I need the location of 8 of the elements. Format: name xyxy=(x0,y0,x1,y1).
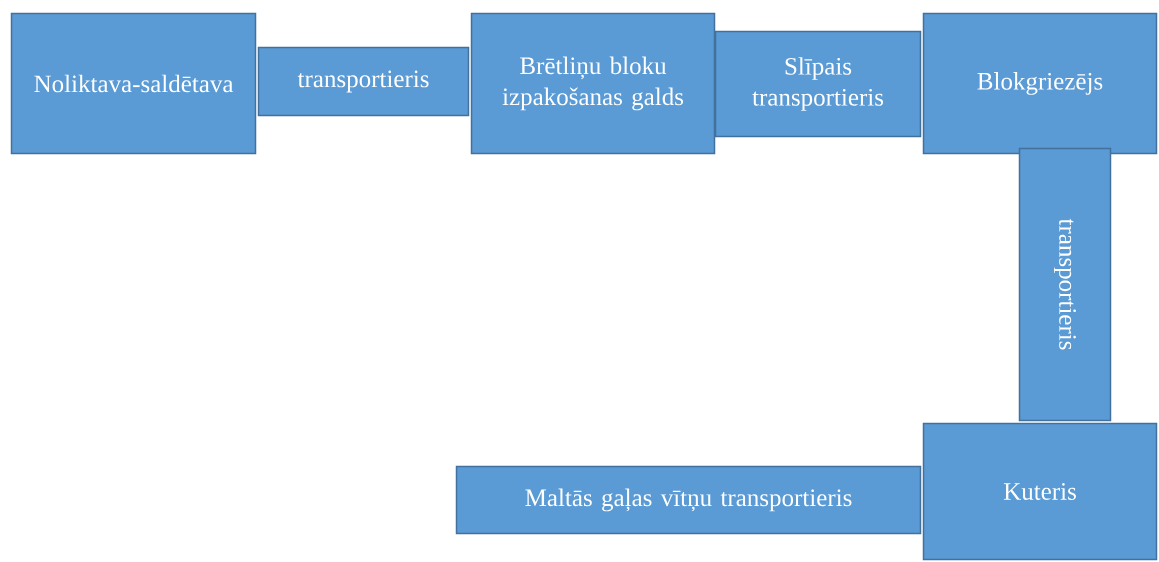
process-box: transportieris xyxy=(1018,147,1112,422)
process-box: Kuteris xyxy=(922,422,1158,561)
process-box: Slīpais transportieris xyxy=(714,30,922,138)
process-box: Blokgriezējs xyxy=(922,12,1158,155)
process-box: Brētliņu bloku izpakošanas galds xyxy=(470,12,716,155)
process-box: Noliktava-saldētava xyxy=(10,12,257,155)
process-box: transportieris xyxy=(257,46,470,117)
process-box: Maltās gaļas vītņu transportieris xyxy=(455,465,922,535)
